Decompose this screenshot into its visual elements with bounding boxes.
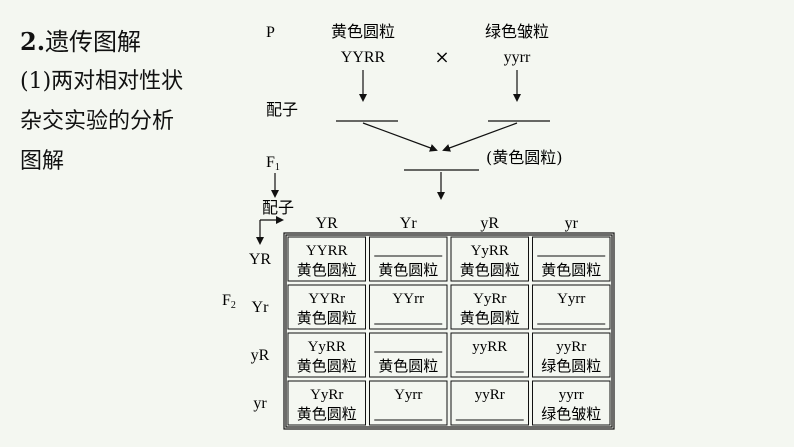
table-cell [369,236,448,282]
parent-1-genotype: YYRR [341,49,386,66]
cross-symbol: × [434,47,449,68]
description-line-3: 图解 [20,149,65,174]
cell-phenotype: 黄色圆粒 [378,261,438,279]
row-gamete-label: yr [253,395,267,412]
col-gamete-label: yR [480,215,499,232]
label-f1: F1 [266,154,280,173]
table-inner-border [285,234,613,428]
col-gamete-label: Yr [400,215,418,232]
table-cell [369,332,448,378]
cell-phenotype: 黄色圆粒 [297,405,357,423]
cell-genotype: Yyrr [394,387,422,403]
table-cell [532,236,611,282]
cell-genotype: yyRr [556,339,586,355]
table-cell [369,380,448,426]
row-gamete-label: Yr [252,299,270,316]
cell-phenotype: 黄色圆粒 [460,309,520,327]
section-number: 2. [20,27,46,56]
table-cell [450,236,529,282]
cell-genotype: Yyrr [557,291,585,307]
cell-genotype: YYrr [392,291,424,307]
row-gamete-label: YR [249,251,272,268]
cell-phenotype: 绿色皱粒 [541,405,601,423]
cell-genotype: YyRr [473,291,506,307]
cell-phenotype: 黄色圆粒 [297,309,357,327]
description-line-1: (1)两对相对性状 [20,69,184,94]
cell-genotype: yyRr [475,387,505,403]
table-cell [450,284,529,330]
table-cell [287,380,366,426]
table-cell [287,284,366,330]
corner-gamete-label: 配子 [262,198,294,217]
parent-2-phenotype: 绿色皱粒 [485,22,549,41]
cell-phenotype: 黄色圆粒 [378,357,438,375]
converge-left-arrow [362,122,438,152]
table-cell [450,332,529,378]
col-gamete-label: yr [565,215,579,232]
table-cell [532,284,611,330]
cell-genotype: YyRR [471,243,509,259]
label-f2: F2 [222,292,236,311]
cell-phenotype: 绿色圆粒 [541,357,601,375]
f1-phenotype: (黄色圆粒) [486,148,563,167]
cell-genotype: YyRr [310,387,343,403]
table-cell [450,380,529,426]
label-gamete: 配子 [266,100,298,119]
description: (1)两对相对性状 杂交实验的分析 图解 [20,62,210,182]
parent-2-genotype: yyrr [504,49,531,66]
cell-phenotype: 黄色圆粒 [297,357,357,375]
table-cell [369,284,448,330]
cell-genotype: YYRR [306,243,348,259]
cell-genotype: yyRR [472,339,507,355]
cell-genotype: yyrr [559,387,584,403]
table-outer-border [283,232,615,430]
row-gamete-label: yR [251,347,270,364]
description-line-2: 杂交实验的分析 [20,109,175,134]
section-heading: 2.遗传图解 [20,26,141,58]
table-cell [287,236,366,282]
cell-phenotype: 黄色圆粒 [460,261,520,279]
col-gamete-label: YR [316,215,339,232]
converge-right-arrow [442,122,518,152]
cell-genotype: YYRr [308,291,345,307]
table-cell [532,332,611,378]
parent-1-phenotype: 黄色圆粒 [331,22,395,41]
label-p: P [266,24,275,41]
section-title: 遗传图解 [45,28,142,56]
cell-genotype: YyRR [308,339,346,355]
cell-phenotype: 黄色圆粒 [541,261,601,279]
cell-phenotype: 黄色圆粒 [297,261,357,279]
table-cell [287,332,366,378]
table-cell [532,380,611,426]
